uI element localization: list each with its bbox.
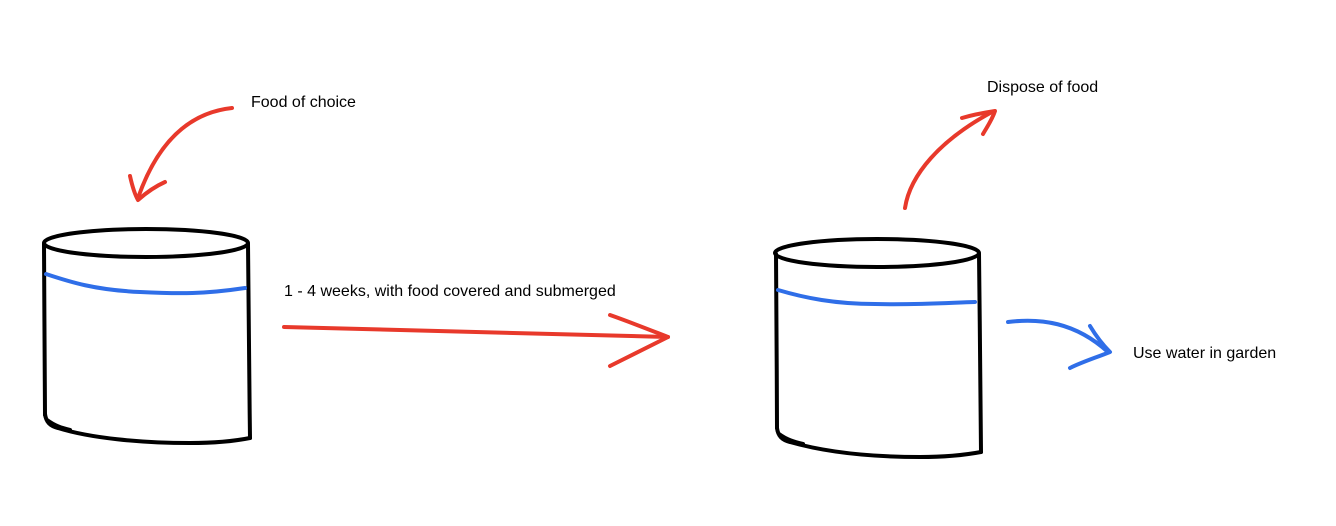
bucket-before: [42, 227, 252, 445]
bucket-before-right-wall: [246, 242, 252, 440]
label-food-of-choice: Food of choice: [251, 94, 356, 111]
label-dispose-of-food: Dispose of food: [987, 79, 1099, 96]
arrow-use-water: [1006, 318, 1112, 370]
bucket-after-water-line: [776, 288, 977, 307]
bucket-after-rim: [773, 237, 981, 269]
arrow-food-in: [128, 106, 234, 202]
bucket-before-water-line: [44, 272, 247, 296]
label-use-water: Use water in garden: [1133, 345, 1277, 362]
label-duration: 1 - 4 weeks, with food covered and subme…: [284, 283, 616, 300]
bucket-after: [773, 237, 983, 459]
bucket-after-left-wall: [774, 252, 779, 430]
bucket-after-right-wall: [977, 252, 983, 454]
bucket-after-base: [775, 426, 983, 459]
bucket-before-rim: [42, 227, 250, 259]
bucket-before-base: [43, 412, 252, 445]
arrow-dispose: [903, 109, 997, 210]
bucket-before-left-wall: [42, 242, 47, 417]
arrow-duration: [282, 313, 670, 368]
